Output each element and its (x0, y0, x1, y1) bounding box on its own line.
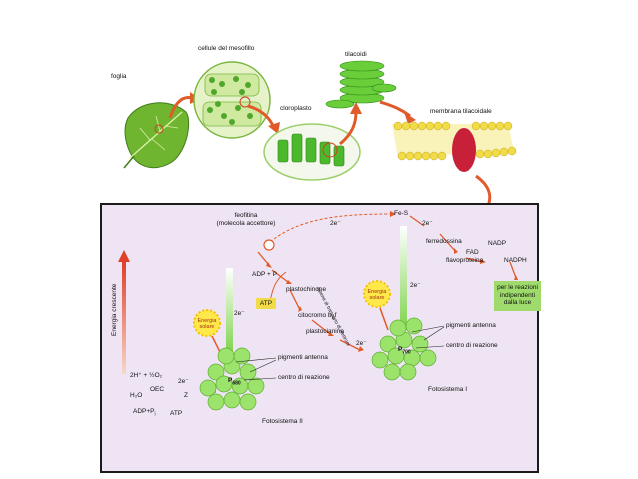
atp-badge: ATP (256, 298, 276, 309)
label-flavoproteina: flavoproteina (446, 257, 484, 264)
z-scheme-panel (100, 203, 539, 473)
adp-pi-subscript: i (154, 411, 156, 418)
label-adp-pi: ADP+Pi (133, 408, 156, 418)
label-2e-top: 2e⁻ (330, 220, 341, 227)
label-fotosistema-i: Fotosistema I (428, 386, 468, 393)
label-molecola-accettore: (molecola accettore) (216, 220, 276, 227)
label-2e-mid-left: 2e⁻ (234, 310, 245, 317)
label-pigmenti-antenna-psi: pigmenti antenna (446, 322, 496, 329)
chloroplast-illustration (263, 123, 361, 181)
label-pigmenti-antenna-psii: pigmenti antenna (278, 354, 328, 361)
label-plastochinone: plastochinone (286, 286, 327, 293)
label-tilacoidi: tilacoidi (345, 51, 367, 58)
reazioni-line-2: indipendenti (499, 291, 536, 299)
label-h2o: H₂O (130, 392, 143, 399)
thylakoid-illustration (325, 60, 397, 109)
label-water-products: 2H⁺ + ½O₂ (130, 372, 163, 379)
label-nadp: NADP (488, 240, 507, 247)
light-independent-reactions-box: per le reazioni indipendenti dalla luce (494, 281, 541, 311)
sun-icon-psii (193, 309, 221, 337)
label-centro-reazione-psii: centro di reazione (278, 374, 330, 381)
label-2e-lower: 2e⁻ (356, 340, 367, 347)
label-2e-mid-right: 2e⁻ (410, 282, 421, 289)
energy-axis-label: Energia crescente (111, 283, 118, 336)
reazioni-line-3: dalla luce (503, 299, 532, 306)
psii-excitation-arrow (226, 268, 233, 354)
label-membrana-tilacoidale: membrana tilacoidale (430, 108, 492, 115)
label-p680: P680 (228, 377, 241, 387)
label-atp-lower: ATP (170, 410, 183, 417)
label-citocromo: citocromo b6f (298, 312, 337, 322)
membrane-illustration (392, 121, 517, 172)
label-nadph: NADPH (504, 257, 527, 264)
label-energia-solare-psii: Energia solare (197, 318, 217, 330)
citocromo-subscript: 6 (331, 315, 335, 322)
p680-subscript: 680 (232, 380, 241, 387)
label-p700: P700 (398, 346, 411, 356)
label-adp-p: ADP + P (252, 271, 277, 278)
label-z: Z (184, 392, 188, 399)
reazioni-line-1: per le reazioni (497, 284, 538, 291)
label-foglia: foglia (111, 73, 127, 80)
label-energia-solare-psi: Energia solare (367, 289, 387, 301)
label-fotosistema-ii: Fotosistema II (262, 418, 303, 425)
psi-excitation-arrow (400, 226, 407, 330)
label-oec: OEC (150, 386, 165, 393)
label-cloroplasto: cloroplasto (280, 105, 312, 112)
leaf-illustration (123, 102, 190, 169)
label-cellule-mesofillo: cellule del mesofillo (198, 45, 255, 52)
mesophyll-illustration (193, 61, 271, 139)
label-fad: FAD (466, 249, 479, 256)
label-ferredossina: ferredossina (426, 238, 462, 245)
label-plastocianina: plastocianina (306, 328, 344, 335)
label-feofitina: feofitina (234, 212, 258, 219)
pheophytin-node (263, 239, 275, 251)
energy-axis-arrow (122, 262, 126, 374)
label-2e-oec: 2e⁻ (178, 378, 189, 385)
sun-icon-psi (363, 280, 391, 308)
label-fe-s: Fe-S (394, 210, 409, 217)
label-2e-fes: 2e⁻ (422, 220, 433, 227)
p700-subscript: 700 (402, 349, 411, 356)
label-centro-reazione-psi: centro di reazione (446, 342, 498, 349)
